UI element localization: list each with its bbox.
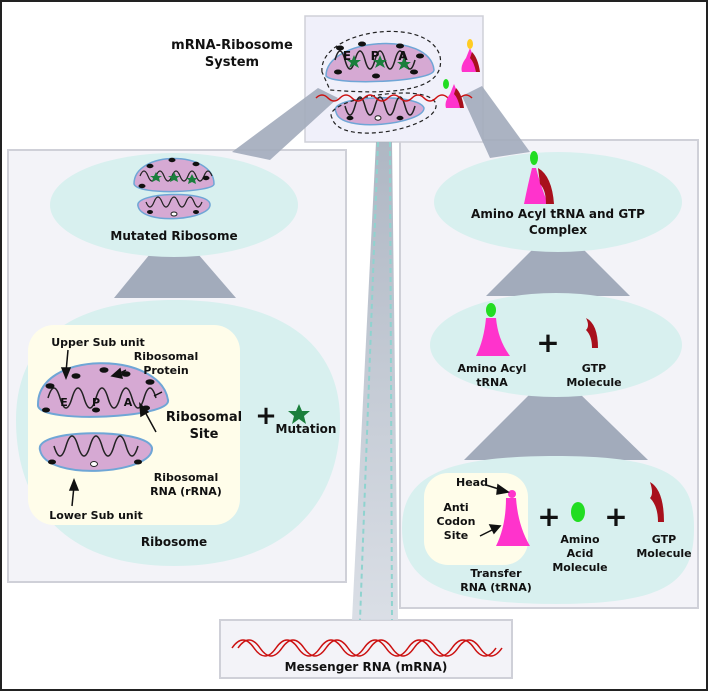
connector-top-right [462,86,530,158]
mrna-label: Messenger RNA (mRNA) [285,660,448,674]
right-plus-sign-3: + [604,500,627,533]
connector-top-left [232,88,338,160]
amino-label-line1: Amino [560,533,600,546]
gtp-molecule-icon-2 [650,482,664,522]
top-site-a: A [398,49,408,63]
ribosome-label: Ribosome [141,535,207,549]
top-site-e: E [343,49,351,63]
connector-mrna-dash-left [359,141,379,621]
mutation-label: Mutation [276,422,337,436]
trna-label-line2: RNA (tRNA) [460,581,532,594]
connector-mrna [352,142,398,620]
ribosome-site-p: P [92,396,100,409]
left-plus-sign: + [255,401,277,431]
ribosomal-site-label-line2: Site [190,427,219,442]
trna-arrows [479,483,510,537]
gtp-label-line2: Molecule [566,376,621,389]
rrna-label-line1: Ribosomal [154,471,218,484]
head-label: Head [456,476,488,489]
connector-mrna-dash-right [389,141,393,621]
top-site-p: P [371,49,380,63]
trna-icon [496,490,530,546]
rrna-label-line2: RNA (rRNA) [150,485,222,498]
lower-subunit-label: Lower Sub unit [49,509,143,522]
gtp2-label-line2: Molecule [636,547,691,560]
ribosome-site-a: A [124,396,133,409]
gtp-label-line1: GTP [582,362,606,375]
ribosome-arrows [60,349,163,507]
amino-label-line3: Molecule [552,561,607,574]
ribosomal-protein-label-line1: Ribosomal [134,350,198,363]
right-plus-sign-2: + [537,500,560,533]
aa-trna-label-line1: Amino Acyl [458,362,527,375]
ribosome-detail-upper [36,362,169,418]
bubble-complex [434,152,682,252]
trna-label-line1: Transfer [470,567,522,580]
ribosomal-protein-label-line2: Protein [143,364,188,377]
mrna-box [219,619,513,679]
mrna-strand-a [231,639,497,657]
aa-trna-icon [476,303,510,356]
top-title-line2: System [205,55,259,70]
connector-right-lower [464,392,648,460]
top-ribosome [321,30,442,134]
top-title-line1: mRNA-Ribosome [171,38,293,53]
gtp2-label-line1: GTP [652,533,676,546]
anticodon-label-line3: Site [444,529,468,542]
mrna-strand-b [237,639,503,657]
top-trna-complex-1 [461,39,480,72]
anticodon-label-line1: Anti [443,501,468,514]
connector-left-mid [114,254,236,298]
amino-label-line2: Acid [567,547,594,560]
ribosome-detail-lower [38,432,154,472]
ribosome-site-e: E [60,396,68,409]
complex-icon [524,151,554,204]
mutated-ribosome-label: Mutated Ribosome [110,229,237,243]
complex-label-line1: Amino Acyl tRNA and GTP [471,207,645,221]
gtp-molecule-icon [586,318,598,348]
connector-right-upper [486,244,630,296]
anticodon-label-line2: Codon [437,515,476,528]
top-trna-complex-2 [443,79,464,108]
amino-acid-icon [571,502,585,522]
aa-trna-label-line2: tRNA [476,376,508,389]
right-plus-sign-1: + [536,326,559,359]
ribosomal-site-label-line1: Ribosomal [166,410,242,425]
mutation-star-icon [288,404,310,424]
upper-subunit-label: Upper Sub unit [51,336,145,349]
complex-label-line2: Complex [529,223,587,237]
mutated-ribosome-icon [133,157,215,220]
top-mrna-strand [315,94,473,102]
